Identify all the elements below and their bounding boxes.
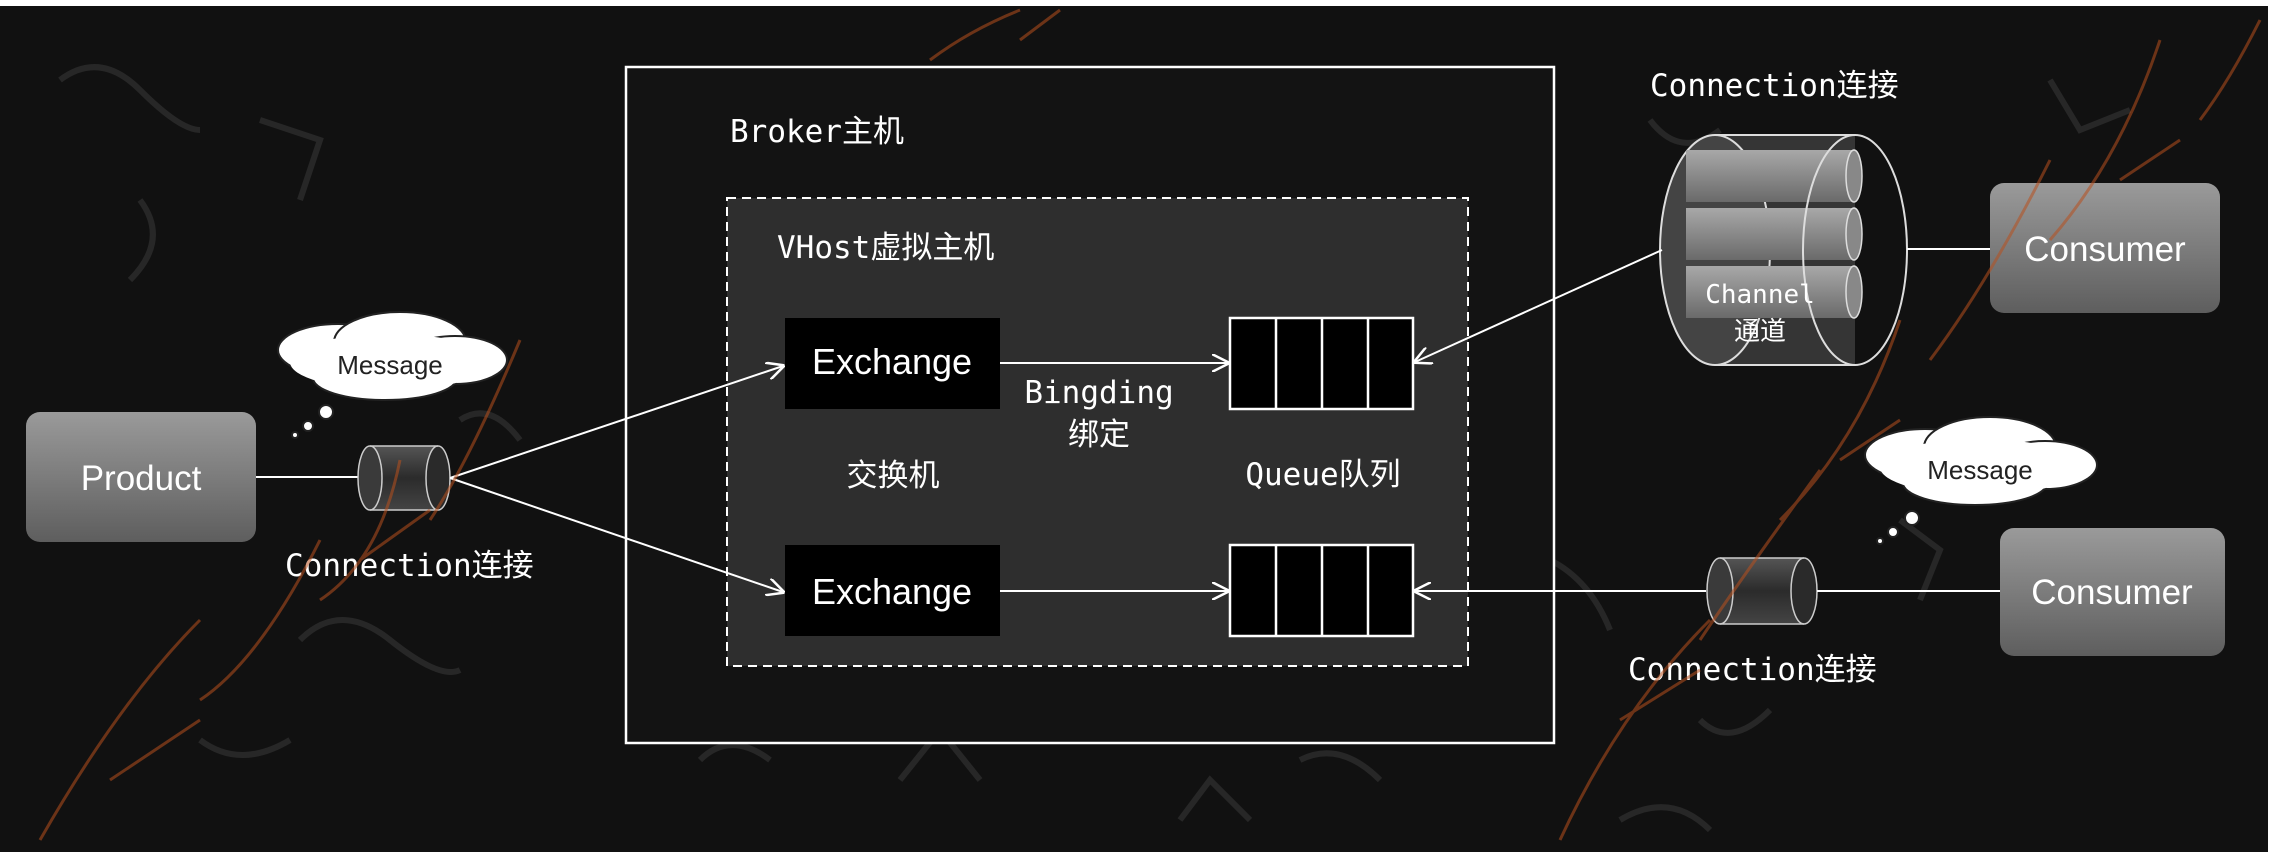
right-connection-cylinder[interactable] bbox=[1706, 557, 1818, 625]
connection-top-right-label: Connection连接 bbox=[1650, 68, 1899, 104]
message-right-label: Message bbox=[1927, 455, 2033, 485]
watermark-strokes bbox=[38, 8, 2262, 841]
left-connection-cylinder[interactable] bbox=[357, 445, 451, 511]
queue-bottom[interactable] bbox=[1228, 543, 1415, 638]
product-node[interactable] bbox=[26, 412, 256, 542]
exchange-top-box[interactable] bbox=[785, 318, 1000, 409]
exchange-top-label: Exchange bbox=[812, 341, 972, 382]
binding-label-cn: 绑定 bbox=[1068, 417, 1130, 453]
queue-top[interactable] bbox=[1228, 316, 1415, 411]
vhost-label: VHost虚拟主机 bbox=[777, 230, 994, 266]
channel-label-cn: 通道 bbox=[1734, 317, 1786, 347]
channel-connection-cylinder[interactable] bbox=[1659, 134, 1908, 366]
channel-arrow bbox=[1415, 249, 1663, 362]
binding-label: Bingding bbox=[1024, 375, 1173, 411]
consumer-top-label: Consumer bbox=[2024, 230, 2186, 269]
consumer-top-node[interactable] bbox=[1990, 183, 2220, 313]
exchange-bottom-box[interactable] bbox=[785, 545, 1000, 636]
connection-bottom-right-label: Connection连接 bbox=[1628, 652, 1877, 688]
consumer-bottom-node[interactable] bbox=[2000, 528, 2225, 656]
message-cloud-right bbox=[1864, 416, 2098, 545]
message-left-label: Message bbox=[337, 350, 443, 380]
connection-left-label: Connection连接 bbox=[285, 548, 534, 584]
connection-arrow-top bbox=[449, 366, 783, 479]
product-label: Product bbox=[81, 459, 202, 498]
broker-label: Broker主机 bbox=[730, 114, 904, 150]
channel-label: Channel bbox=[1705, 280, 1815, 310]
exchange-bottom-label: Exchange bbox=[812, 571, 972, 612]
message-cloud-left bbox=[277, 311, 508, 439]
exchange-caption: 交换机 bbox=[847, 458, 940, 494]
queue-caption: Queue队列 bbox=[1245, 457, 1400, 493]
consumer-bottom-label: Consumer bbox=[2031, 573, 2193, 612]
connection-arrow-bottom bbox=[449, 477, 783, 592]
